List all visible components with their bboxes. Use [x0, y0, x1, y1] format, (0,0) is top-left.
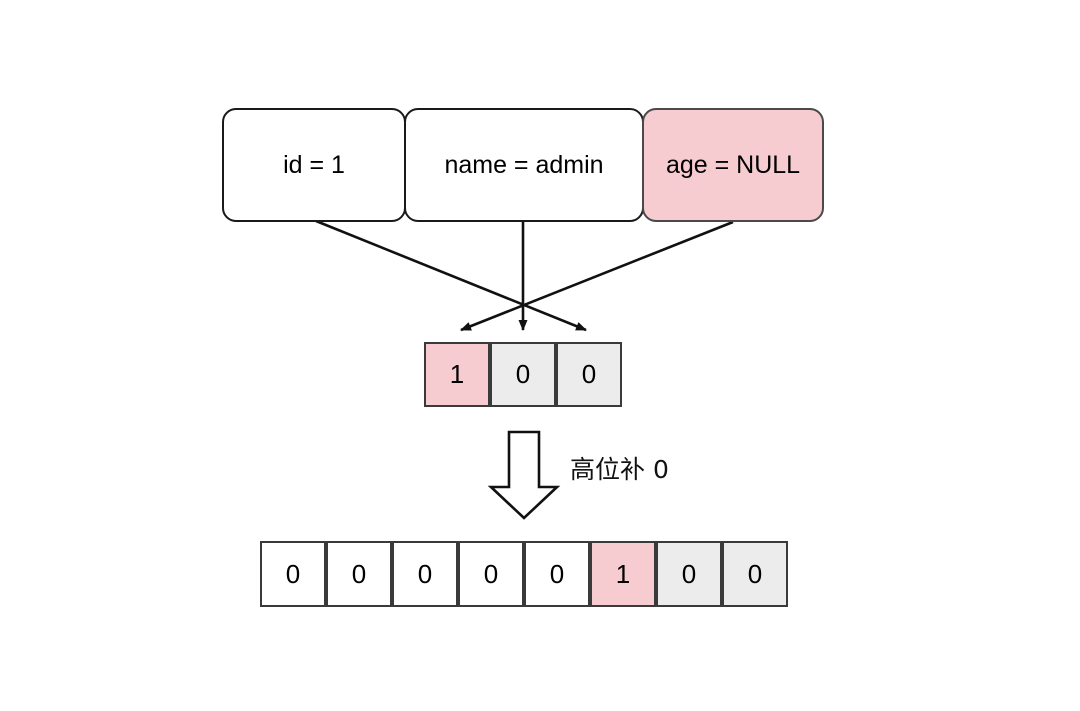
record-field-name[interactable]: name = admin	[404, 108, 644, 222]
record-field-age[interactable]: age = NULL	[642, 108, 824, 222]
padded-bitmap-cell[interactable]: 0	[722, 541, 788, 607]
connector-id-to-bit3	[315, 219, 587, 332]
padded-bitmap-cell[interactable]: 0	[392, 541, 458, 607]
record-field-id[interactable]: id = 1	[222, 108, 406, 222]
padded-bitmap-cell-value: 0	[549, 558, 565, 589]
padded-bitmap-cell[interactable]: 0	[656, 541, 722, 607]
padded-bitmap-cell-value: 0	[681, 558, 697, 589]
padded-bitmap-cell-value: 0	[285, 558, 301, 589]
padded-bitmap-cell-value: 0	[747, 558, 763, 589]
record-field-name-label: name = admin	[444, 150, 604, 179]
record-field-id-label: id = 1	[283, 150, 345, 179]
null-bitmap-cell[interactable]: 0	[556, 342, 622, 407]
padded-bitmap-cell[interactable]: 1	[590, 541, 656, 607]
connector-age-to-bit1	[460, 220, 734, 332]
pad-high-bits-label: 高位补 0	[570, 455, 669, 484]
padded-bitmap-cell-value: 0	[483, 558, 499, 589]
down-block-arrow-icon	[487, 430, 561, 520]
record-field-age-label: age = NULL	[665, 150, 801, 179]
padded-bitmap-cell-value: 1	[615, 558, 631, 589]
padded-bitmap-cell[interactable]: 0	[458, 541, 524, 607]
padded-bitmap-cell[interactable]: 0	[260, 541, 326, 607]
padded-bitmap-cell[interactable]: 0	[524, 541, 590, 607]
padded-bitmap-cell-value: 0	[417, 558, 433, 589]
padded-bitmap-cell[interactable]: 0	[326, 541, 392, 607]
null-bitmap-cell[interactable]: 0	[490, 342, 556, 407]
padded-bitmap-cell-value: 0	[351, 558, 367, 589]
null-bitmap-cell-value: 1	[449, 359, 465, 389]
null-bitmap-cell-value: 0	[515, 359, 531, 389]
null-bitmap-cell-value: 0	[581, 359, 597, 389]
null-bitmap-cell[interactable]: 1	[424, 342, 490, 407]
